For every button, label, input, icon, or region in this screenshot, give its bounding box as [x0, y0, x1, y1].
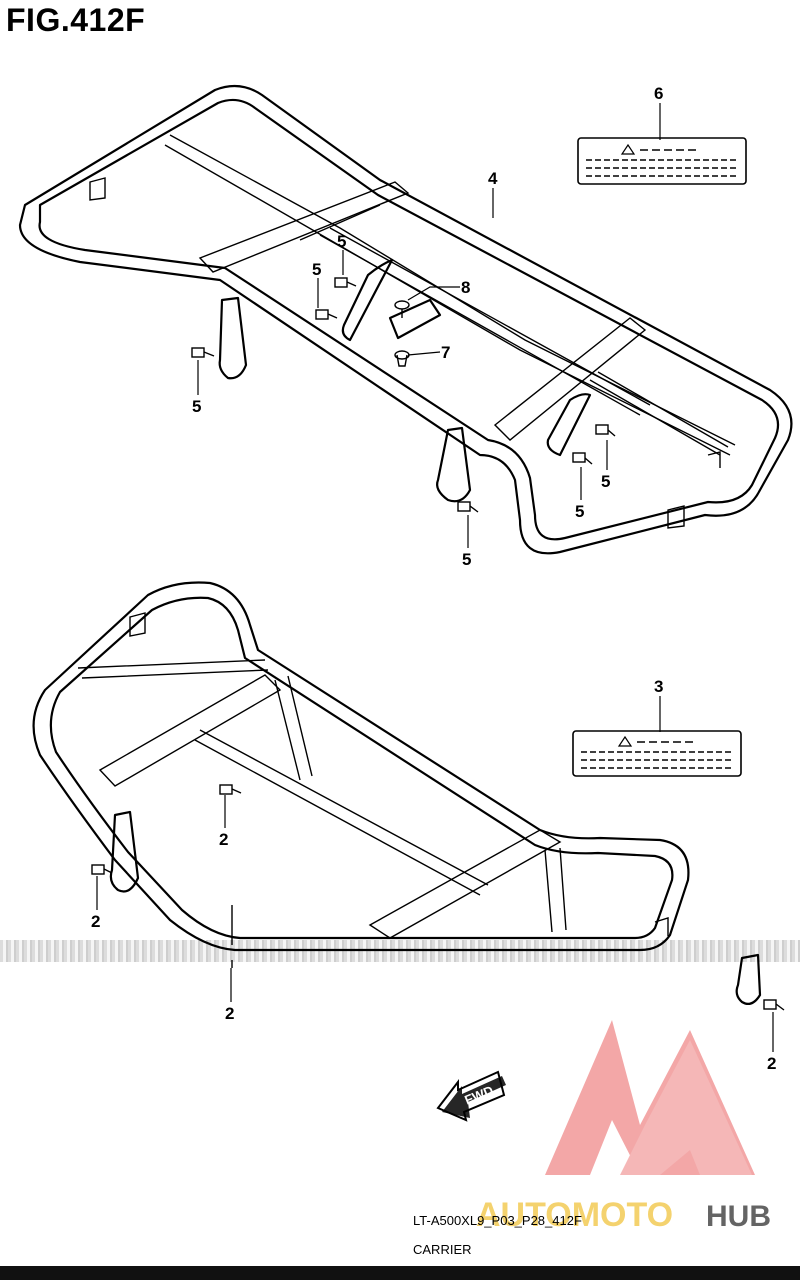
callout-5-e: 5: [575, 502, 584, 521]
rear-carrier-frame: [32, 581, 762, 1005]
fwd-arrow-icon: FWD: [436, 1070, 506, 1122]
callout-6: 6: [654, 84, 663, 103]
bolt-5-a: [191, 347, 215, 358]
bolt-5-b: [334, 277, 357, 288]
watermark-text-2: HUB: [706, 1200, 771, 1233]
warning-label-6: [577, 137, 747, 185]
screw-8: [394, 300, 410, 318]
callout-2-c: 2: [225, 1004, 234, 1023]
warning-label-3: [572, 730, 742, 777]
diagram-name: CARRIER: [413, 1242, 472, 1257]
watermark-text-1: AUTOMOTO: [476, 1196, 673, 1234]
front-carrier-frame: [18, 84, 793, 555]
watermark-logo: [545, 1020, 755, 1175]
figure-title: FIG.412F: [6, 2, 146, 38]
bolt-5-f: [457, 501, 479, 513]
bolt-5-d: [595, 424, 616, 437]
callout-8: 8: [461, 278, 470, 297]
diagram-code: LT-A500XL9_P03_P28_412F: [413, 1213, 582, 1228]
bottom-bar: [0, 1266, 800, 1280]
callout-2-a: 2: [219, 830, 228, 849]
bolt-5-c: [315, 309, 338, 320]
callout-5-a: 5: [337, 232, 346, 251]
callout-2-d: 2: [767, 1054, 776, 1073]
nut-7: [394, 350, 410, 367]
callout-5-c: 5: [192, 397, 201, 416]
callout-2-b: 2: [91, 912, 100, 931]
callout-7: 7: [441, 343, 450, 362]
callout-4: 4: [488, 169, 498, 188]
bolt-2-c: [763, 999, 785, 1011]
leader-lines: [96, 103, 774, 1052]
bolt-2-a: [219, 784, 242, 795]
bolt-2-b: [91, 864, 113, 875]
callout-5-f: 5: [462, 550, 471, 569]
bolt-5-e: [572, 452, 593, 465]
callout-5-d: 5: [601, 472, 610, 491]
callout-3: 3: [654, 677, 663, 696]
callout-5-b: 5: [312, 260, 321, 279]
